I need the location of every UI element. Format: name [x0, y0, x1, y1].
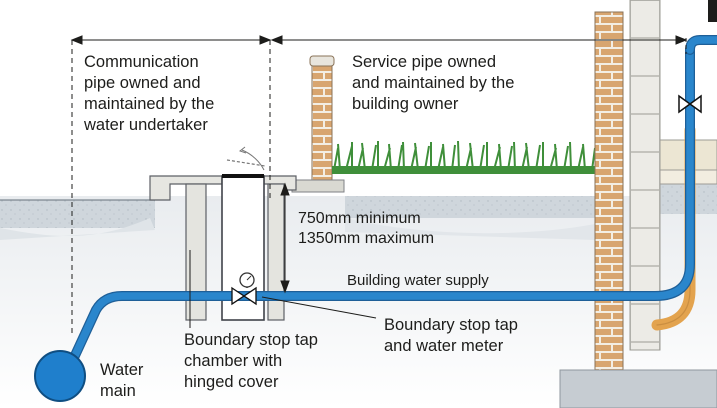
- water-main: [34, 350, 86, 402]
- stop-tap-meter-label: Boundary stop tap and water meter: [384, 316, 518, 355]
- depth-label: 750mm minimum 1350mm maximum: [298, 210, 435, 247]
- grass: [332, 140, 596, 174]
- stop-tap-chamber-label: Boundary stop tap chamber with hinged co…: [184, 331, 318, 391]
- valve-icon: [231, 286, 257, 306]
- boundary-wall: [291, 55, 345, 193]
- brick-pier: [594, 11, 624, 378]
- building-supply-label: Building water supply: [347, 272, 489, 289]
- leader-lines: [189, 250, 377, 328]
- pipework: [67, 35, 717, 367]
- service-pipe-label: Service pipe owned and maintained by the…: [352, 53, 515, 113]
- gauge-icon: [239, 272, 255, 288]
- page-edge-mark: [708, 0, 717, 22]
- foundation: [559, 369, 717, 408]
- valve-icon: [678, 94, 702, 114]
- communication-pipe-label: Communication pipe owned and maintained …: [84, 53, 215, 134]
- water-main-label: Water main: [100, 361, 144, 400]
- dimension-lines: [70, 35, 688, 335]
